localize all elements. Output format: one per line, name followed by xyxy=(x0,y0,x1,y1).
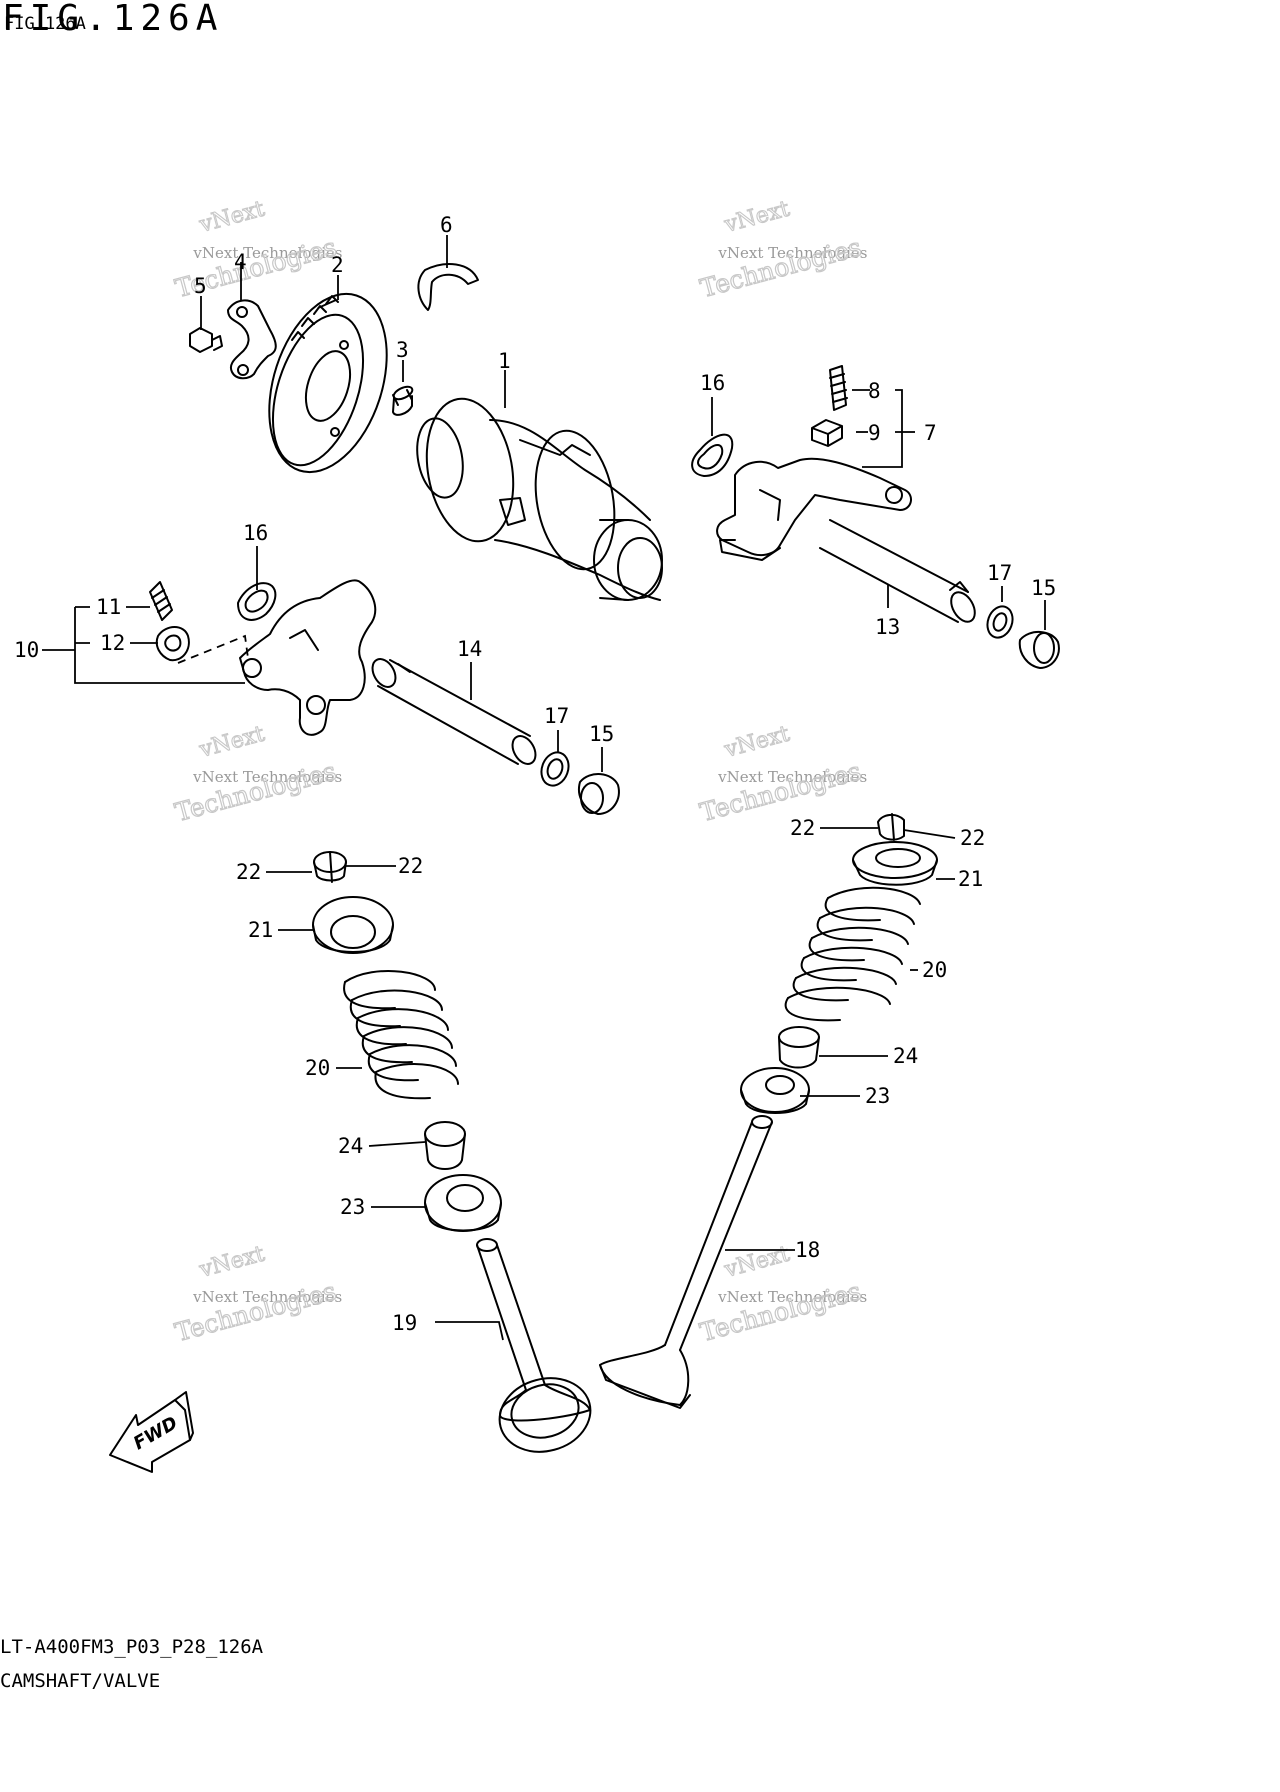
callout-17-left: 17 xyxy=(544,704,569,728)
part-24-stem-seal-right[interactable] xyxy=(778,1026,820,1069)
watermark-caption: vNext Technologies xyxy=(717,1288,867,1306)
figure-title: FIG.126A xyxy=(2,0,224,39)
watermark-wordmark: Technologies xyxy=(172,1276,339,1347)
callout-24-right: 24 xyxy=(893,1044,918,1068)
callout-22-right-b: 22 xyxy=(960,826,985,850)
callout-8: 8 xyxy=(868,379,881,403)
callout-20-right: 20 xyxy=(922,958,947,982)
callout-15-left: 15 xyxy=(589,722,614,746)
part-22-cotters-right[interactable] xyxy=(877,813,905,841)
callout-11: 11 xyxy=(96,595,121,619)
part-6-clip[interactable] xyxy=(417,263,479,311)
callout-14: 14 xyxy=(457,637,482,661)
part-1-camshaft[interactable] xyxy=(411,392,663,601)
part-18-exhaust-valve[interactable] xyxy=(599,1115,773,1409)
part-2-cam-sprocket[interactable] xyxy=(248,279,408,487)
watermark-caption: vNext Technologies xyxy=(717,244,867,262)
part-15-cap-right[interactable] xyxy=(1018,631,1060,669)
watermark-brand: vNext xyxy=(196,197,267,239)
part-20-spring-left[interactable] xyxy=(343,970,459,1100)
part-3-dowel-pin[interactable] xyxy=(392,384,414,416)
callout-24-left: 24 xyxy=(338,1134,363,1158)
callout-16-right: 16 xyxy=(700,371,725,395)
watermark-caption: vNext Technologies xyxy=(717,768,867,786)
watermark-caption: vNext Technologies xyxy=(192,768,342,786)
part-7-rocker-arm-right[interactable] xyxy=(716,457,912,561)
watermark-bottom-right: vNext vNext Technologies Technologies xyxy=(696,1241,867,1348)
callout-22-right-a: 22 xyxy=(790,816,815,840)
callout-19: 19 xyxy=(392,1311,417,1335)
part-5-bolt[interactable] xyxy=(189,327,223,353)
part-4-plate[interactable] xyxy=(227,299,277,380)
figure-title-overlay: FIG.126A xyxy=(4,14,86,34)
fwd-arrow: FWD xyxy=(109,1391,194,1473)
callout-10: 10 xyxy=(14,638,39,662)
watermark-brand: vNext xyxy=(196,1242,267,1284)
callout-16-left: 16 xyxy=(243,521,268,545)
callout-18: 18 xyxy=(795,1238,820,1262)
footer-model-code: LT-A400FM3_P03_P28_126A xyxy=(0,1636,264,1658)
callouts: 1 2 3 4 5 6 7 8 9 10 11 12 13 14 15 15 1… xyxy=(14,213,1056,1335)
callout-6: 6 xyxy=(440,213,453,237)
part-8-adjuster-screw-right[interactable] xyxy=(829,365,848,411)
part-14-rocker-shaft-left[interactable] xyxy=(368,655,540,768)
callout-21-left: 21 xyxy=(248,918,273,942)
callout-23-right: 23 xyxy=(865,1084,890,1108)
watermark-brand: vNext xyxy=(721,1242,792,1284)
watermark-wordmark: Technologies xyxy=(172,756,339,827)
part-19-intake-valve[interactable] xyxy=(476,1238,599,1462)
part-23-spring-seat-right[interactable] xyxy=(740,1067,810,1114)
part-10-rocker-arm-left[interactable] xyxy=(239,579,377,736)
callout-23-left: 23 xyxy=(340,1195,365,1219)
callout-21-right: 21 xyxy=(958,867,983,891)
watermark-wordmark: Technologies xyxy=(697,1276,864,1347)
callout-13: 13 xyxy=(875,615,900,639)
footer-section-name: CAMSHAFT/VALVE xyxy=(0,1670,161,1692)
watermark-mid-right: vNext vNext Technologies Technologies xyxy=(696,721,867,828)
part-16-oring-left[interactable] xyxy=(237,582,277,621)
callout-15-right: 15 xyxy=(1031,576,1056,600)
part-21-retainer-right[interactable] xyxy=(852,841,938,886)
part-20-spring-right[interactable] xyxy=(784,886,921,1022)
callout-4: 4 xyxy=(234,250,247,274)
callout-9: 9 xyxy=(868,421,881,445)
part-11-adjuster-screw-left[interactable] xyxy=(149,581,173,621)
part-23-spring-seat-left[interactable] xyxy=(424,1174,502,1232)
callout-5: 5 xyxy=(194,274,207,298)
part-16-oring-right[interactable] xyxy=(691,433,734,477)
watermark-brand: vNext xyxy=(721,722,792,764)
watermark-wordmark: Technologies xyxy=(697,232,864,303)
callout-22-left-b: 22 xyxy=(398,854,423,878)
leader-lines xyxy=(42,235,1046,1341)
watermark-top-left: vNext vNext Technologies Technologies xyxy=(172,196,343,304)
part-17-washer-left[interactable] xyxy=(537,749,573,790)
part-22-cotters-left[interactable] xyxy=(313,851,347,883)
part-12-locknut-left[interactable] xyxy=(155,626,190,662)
callout-12: 12 xyxy=(100,631,125,655)
part-24-stem-seal-left[interactable] xyxy=(424,1121,466,1170)
watermark-wordmark: Technologies xyxy=(697,756,864,827)
part-15-cap-left[interactable] xyxy=(578,773,620,815)
part-9-locknut-right[interactable] xyxy=(811,419,843,447)
part-13-rocker-shaft-right[interactable] xyxy=(819,519,980,626)
watermark-mid-left: vNext vNext Technologies Technologies xyxy=(171,721,342,828)
callout-2: 2 xyxy=(331,253,344,277)
watermark-top-right: vNext vNext Technologies Technologies xyxy=(697,196,868,304)
callout-7: 7 xyxy=(924,421,937,445)
callout-20-left: 20 xyxy=(305,1056,330,1080)
callout-1: 1 xyxy=(498,349,511,373)
watermark-bottom-left: vNext vNext Technologies Technologies xyxy=(171,1241,342,1348)
part-21-retainer-left[interactable] xyxy=(312,896,394,954)
watermark-brand: vNext xyxy=(196,722,267,764)
callout-17-right: 17 xyxy=(987,561,1012,585)
watermark-caption: vNext Technologies xyxy=(192,1288,342,1306)
callout-3: 3 xyxy=(396,338,409,362)
watermark-caption: vNext Technologies xyxy=(192,244,342,262)
part-17-washer-right[interactable] xyxy=(983,603,1016,641)
watermark-brand: vNext xyxy=(721,197,792,239)
callout-22-left-a: 22 xyxy=(236,860,261,884)
